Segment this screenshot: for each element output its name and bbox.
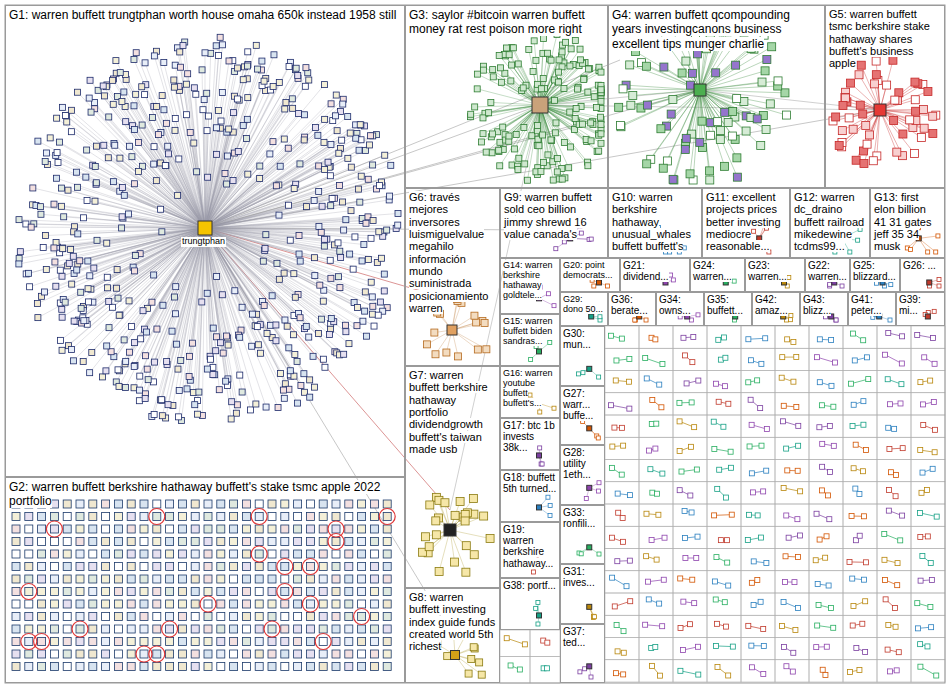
graph-canvas: G1: warren buffett trungtphan worth hous… [0, 0, 950, 688]
